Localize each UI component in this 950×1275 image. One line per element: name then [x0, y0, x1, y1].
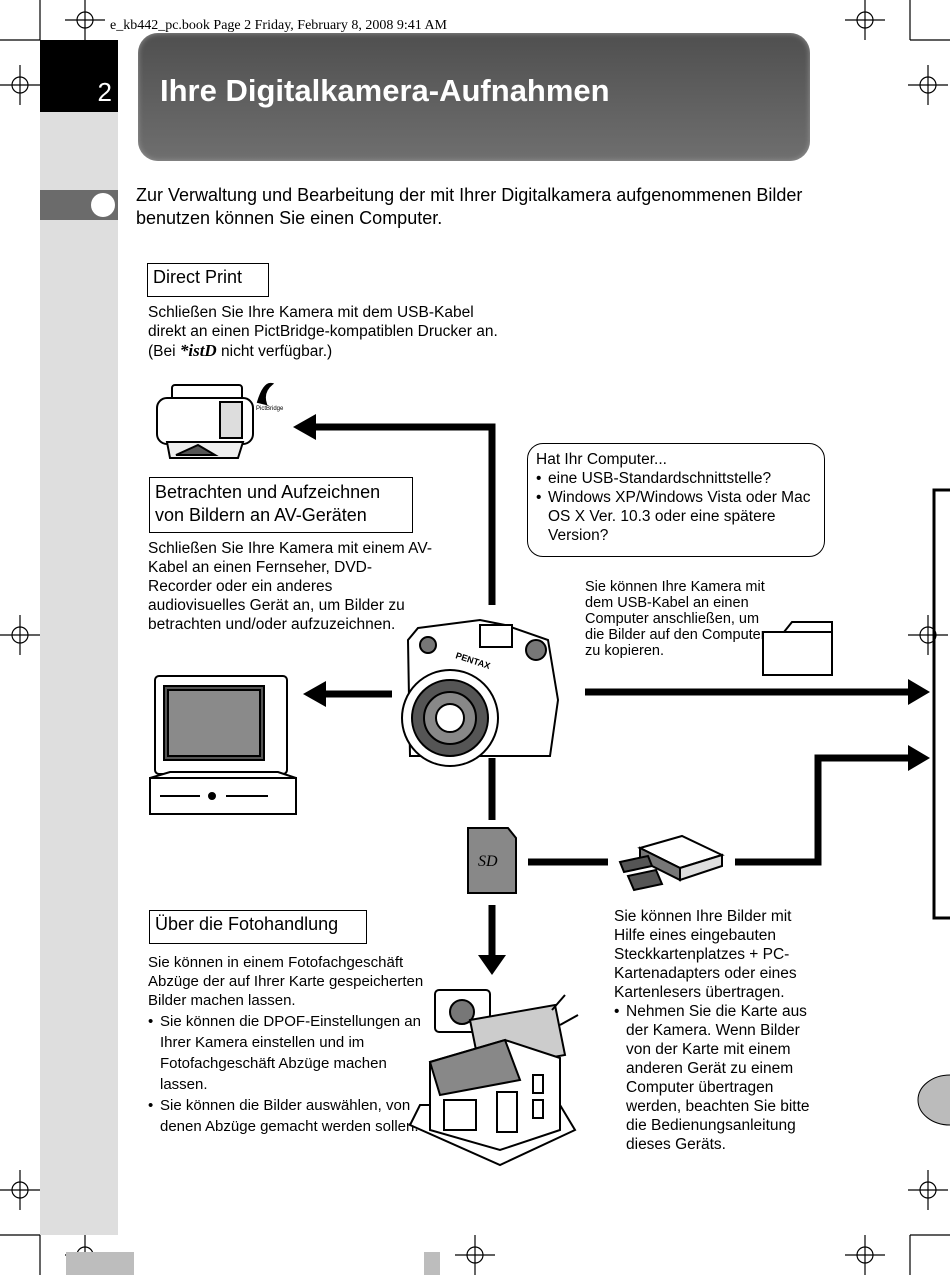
- requirements-title: Hat Ihr Computer...: [536, 451, 667, 468]
- direct-print-text-a: Schließen Sie Ihre Kamera mit dem USB-Ka…: [148, 304, 498, 360]
- tv-recorder-icon: [149, 675, 297, 815]
- photo-shop-item: Sie können die Bilder auswählen, von den…: [148, 1095, 433, 1137]
- card-reader-intro: Sie können Ihre Bilder mit Hilfe eines e…: [614, 908, 797, 1001]
- book-header-line: e_kb442_pc.book Page 2 Friday, February …: [110, 18, 447, 33]
- usb-copy-text: Sie können Ihre Kamera mit dem USB-Kabel…: [585, 579, 766, 659]
- camera-icon: [401, 618, 560, 767]
- av-heading: Betrachten und Aufzeichnen von Bildern a…: [149, 477, 413, 533]
- photo-shop-item: Sie können die DPOF-Einstellungen an Ihr…: [148, 1011, 433, 1095]
- printer-icon: [156, 382, 275, 459]
- sidebar-strip: [40, 40, 118, 1235]
- intro-text: Zur Verwaltung und Bearbeitung der mit I…: [136, 185, 803, 228]
- photo-shop-text: Sie können in einem Fotofachgeschäft Abz…: [148, 953, 433, 1137]
- title-bar: [138, 33, 810, 161]
- photo-shop-icon: [408, 989, 579, 1167]
- requirement-item: Windows XP/Windows Vista oder Mac OS X V…: [536, 488, 816, 545]
- sd-card-icon: [467, 827, 517, 894]
- sd-label: SD: [478, 853, 498, 870]
- requirement-item: eine USB-Standardschnittstelle?: [536, 469, 816, 488]
- card-reader-text: Sie können Ihre Bilder mit Hilfe eines e…: [614, 907, 824, 1154]
- section-tab-circle: [91, 193, 115, 217]
- direct-print-heading: Direct Print: [147, 263, 269, 297]
- camera-brand-label: PENTAX: [454, 650, 491, 671]
- av-heading-line1: Betrachten und Aufzeichnen: [155, 482, 381, 502]
- photo-shop-heading-text: Über die Fotohandlung: [155, 914, 339, 934]
- page-title: Ihre Digitalkamera-Aufnahmen: [160, 73, 610, 108]
- requirements-box: Hat Ihr Computer... eine USB-Standardsch…: [527, 443, 825, 557]
- pictbridge-label: PictBridge: [256, 406, 284, 412]
- color-bar: [66, 1252, 134, 1275]
- cd-disc-icon: [917, 1074, 950, 1126]
- card-reader-icon: [618, 834, 725, 892]
- direct-print-text: Schließen Sie Ihre Kamera mit dem USB-Ka…: [148, 303, 498, 361]
- av-text: Schließen Sie Ihre Kamera mit einem AV-K…: [148, 540, 433, 633]
- page-number-text: 2: [97, 77, 112, 107]
- direct-print-heading-text: Direct Print: [153, 267, 243, 287]
- computer-edge: [932, 488, 950, 920]
- photo-shop-intro: Sie können in einem Fotofachgeschäft Abz…: [148, 954, 424, 1009]
- istd-logo: *istD: [179, 341, 217, 360]
- color-bar-2: [424, 1252, 440, 1275]
- photo-shop-heading: Über die Fotohandlung: [149, 910, 367, 944]
- av-heading-line2: von Bildern an AV-Geräten: [155, 505, 367, 525]
- card-reader-item: Nehmen Sie die Karte aus der Kamera. Wen…: [614, 1002, 824, 1154]
- direct-print-text-b: nicht verfügbar.): [216, 343, 333, 360]
- page-number: 2: [40, 40, 118, 112]
